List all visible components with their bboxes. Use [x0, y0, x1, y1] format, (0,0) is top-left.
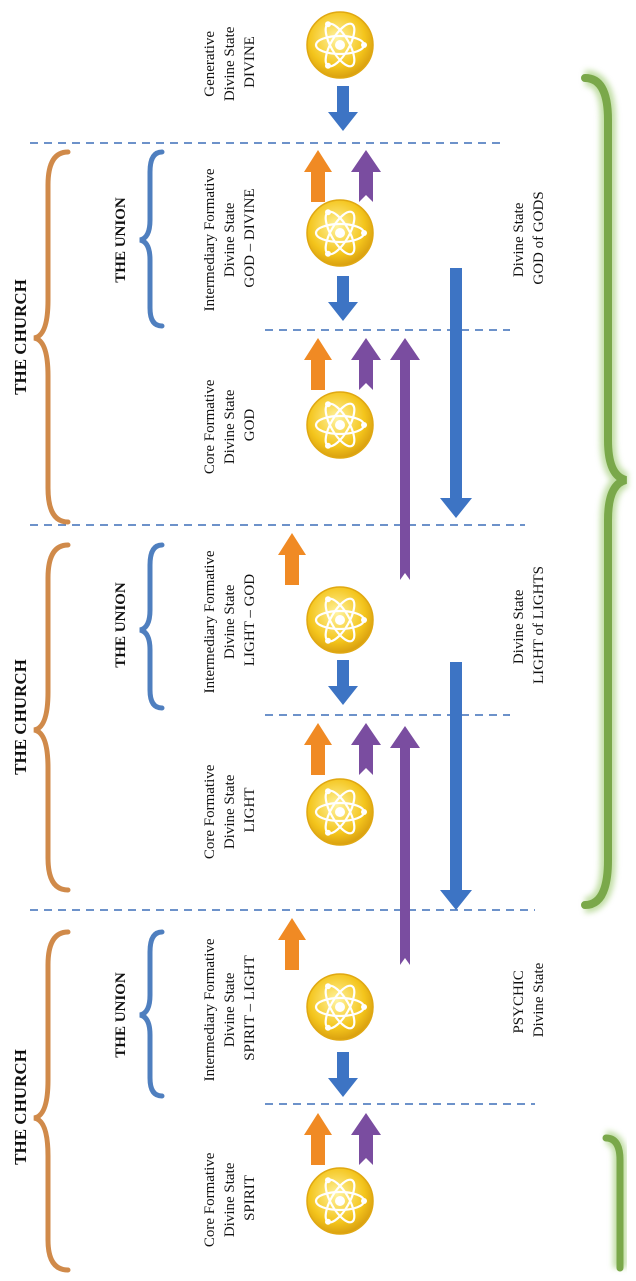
long-purple-arrow-1: [390, 338, 420, 580]
state-4: Intermediary Formative Divine State LIGH…: [202, 547, 258, 694]
orange-arrow-6: [304, 1113, 332, 1165]
orange-arrow-4: [304, 723, 332, 775]
state-2-line-1: Intermediary Formative: [202, 168, 218, 311]
short-blue-arrow-1: [328, 86, 358, 131]
state-6-line-2: Divine State: [222, 972, 238, 1047]
state-4-line-3: LIGHT – GOD: [242, 574, 258, 666]
state-7-line-3: SPIRIT: [242, 1175, 258, 1221]
level-1-line-2: GOD of GODS: [531, 191, 547, 284]
state-4-line-2: Divine State: [222, 584, 238, 659]
purple-arrow-2: [351, 338, 381, 390]
state-3-line-2: Divine State: [222, 389, 238, 464]
union-brace-2: [139, 542, 165, 711]
church-label-3: THE CHURCH: [11, 1049, 30, 1165]
state-2-line-2: Divine State: [222, 202, 238, 277]
state-4-line-1: Intermediary Formative: [202, 550, 218, 693]
green-brace-large: [581, 74, 628, 909]
state-3-line-3: GOD: [242, 409, 258, 442]
state-7-line-2: Divine State: [222, 1162, 238, 1237]
level-2-line-1: Divine State: [511, 589, 527, 664]
long-purple-arrow-2: [390, 726, 420, 965]
state-1-line-1: Generative: [202, 31, 218, 97]
long-blue-arrow-1: [440, 268, 472, 518]
level-3-line-2: Divine State: [531, 962, 547, 1037]
level-2: Divine State LIGHT of LIGHTS: [511, 566, 547, 684]
long-blue-arrows: [440, 268, 472, 910]
church-braces: [33, 149, 71, 1273]
green-brace-small: [602, 1134, 624, 1272]
atom-icon-6: [305, 972, 375, 1042]
atom-icon-4: [305, 585, 375, 655]
union-braces: [139, 149, 165, 1099]
union-label-1: THE UNION: [113, 197, 129, 283]
level-2-line-2: LIGHT of LIGHTS: [531, 566, 547, 684]
long-purple-arrows: [390, 338, 420, 965]
short-blue-arrow-4: [328, 1052, 358, 1097]
church-label-1: THE CHURCH: [11, 279, 30, 395]
short-purple-arrows: [351, 150, 381, 1165]
union-brace-1: [139, 149, 165, 329]
short-blue-arrow-3: [328, 660, 358, 705]
short-blue-arrow-2: [328, 276, 358, 321]
state-3: Core Formative Divine State GOD: [202, 376, 258, 474]
state-2: Intermediary Formative Divine State GOD …: [202, 165, 258, 312]
state-6-line-1: Intermediary Formative: [202, 938, 218, 1081]
church-brace-1: [33, 149, 71, 525]
church-brace-3: [33, 929, 71, 1273]
state-1: Generative Divine State DIVINE: [202, 23, 258, 101]
short-orange-arrows: [278, 150, 332, 1165]
state-descriptions: Generative Divine State DIVINE Intermedi…: [202, 23, 258, 1247]
state-7: Core Formative Divine State SPIRIT: [202, 1149, 258, 1247]
section-dividers: [30, 142, 535, 1105]
state-5-line-2: Divine State: [222, 774, 238, 849]
atom-icon-7: [305, 1166, 375, 1236]
purple-arrow-4: [351, 1113, 381, 1165]
union-label-3: THE UNION: [113, 972, 129, 1058]
atom-icon-3: [305, 390, 375, 460]
purple-arrow-3: [351, 723, 381, 775]
level-1: Divine State GOD of GODS: [511, 191, 547, 284]
atom-icon-2: [305, 198, 375, 268]
level-labels: Divine State GOD of GODS Divine State LI…: [511, 191, 547, 1037]
orange-arrow-1: [304, 150, 332, 202]
purple-arrow-1: [351, 150, 381, 202]
orange-arrow-3: [278, 533, 306, 585]
union-brace-3: [139, 929, 165, 1099]
state-2-line-3: GOD – DIVINE: [242, 188, 258, 287]
state-7-line-1: Core Formative: [202, 1152, 218, 1247]
state-5: Core Formative Divine State LIGHT: [202, 761, 258, 859]
orange-arrow-5: [278, 918, 306, 970]
atom-icon-5: [305, 777, 375, 847]
state-6-line-3: SPIRIT – LIGHT: [242, 955, 258, 1061]
church-labels: THE CHURCH THE CHURCH THE CHURCH: [11, 279, 30, 1165]
state-6: Intermediary Formative Divine State SPIR…: [202, 935, 258, 1082]
church-brace-2: [33, 542, 71, 893]
level-3-line-1: PSYCHIC: [511, 970, 527, 1033]
state-5-line-1: Core Formative: [202, 764, 218, 859]
atom-icon-1: [305, 10, 375, 80]
long-blue-arrow-2: [440, 662, 472, 910]
level-3: PSYCHIC Divine State: [511, 962, 547, 1037]
short-blue-arrows: [328, 86, 358, 1097]
green-braces: [581, 70, 629, 1272]
state-3-line-1: Core Formative: [202, 379, 218, 474]
union-labels: THE UNION THE UNION THE UNION: [113, 197, 129, 1058]
state-5-line-3: LIGHT: [242, 788, 258, 833]
orange-arrow-2: [304, 338, 332, 390]
state-1-line-2: Divine State: [222, 26, 238, 101]
church-label-2: THE CHURCH: [11, 659, 30, 775]
level-1-line-1: Divine State: [511, 202, 527, 277]
state-1-line-3: DIVINE: [242, 36, 258, 88]
union-label-2: THE UNION: [113, 582, 129, 668]
